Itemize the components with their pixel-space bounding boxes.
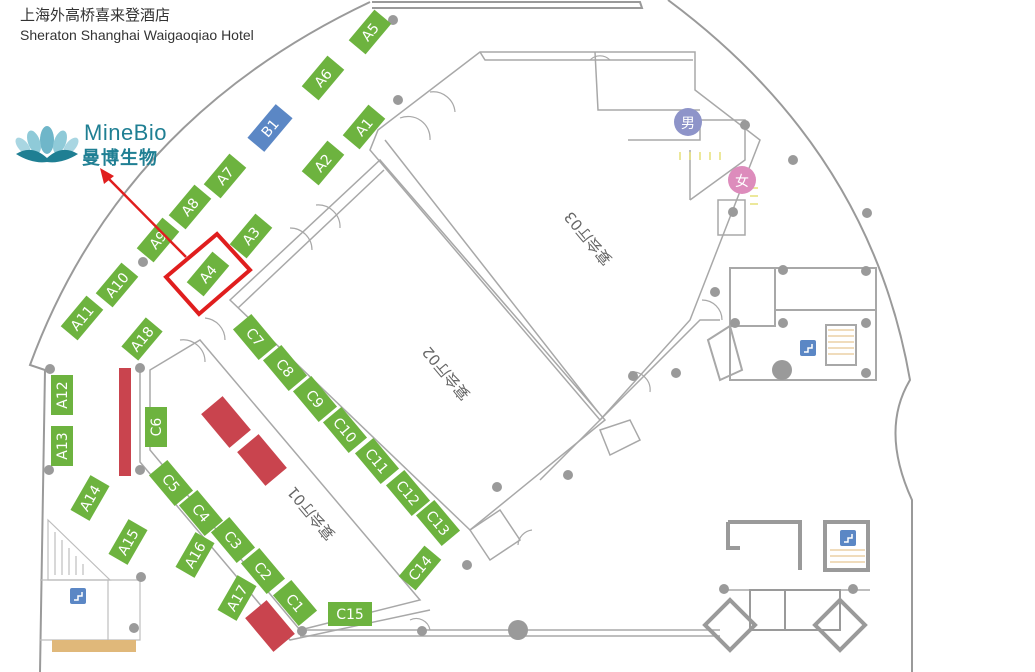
hall-01-label: 宴会厅01 [284,483,339,544]
booth-rect [60,295,104,341]
booth-rect [301,55,345,101]
red-display-block [201,396,251,448]
booth-c9: C9 [292,375,338,423]
booth-rect [210,516,256,564]
booth-rect [70,475,110,521]
booth-rect [229,213,273,259]
booth-rect [272,579,318,627]
hall-03-walls [369,51,761,422]
booth-c15: C15 [328,602,372,626]
booth-a10: A10 [95,262,139,308]
booth-c7: C7 [232,313,278,361]
booth-rect [354,437,400,485]
booth-rect [95,262,139,308]
logo-name-english: MineBio [84,120,167,145]
red-blocks [119,368,295,652]
male-restroom-label: 男 [681,116,695,132]
booth-a16: A16 [175,532,215,578]
booth-label: C6 [149,418,165,437]
booth-a5: A5 [348,9,392,55]
booth-rect [342,104,386,150]
booth-a13: A13 [51,426,73,466]
building-outline [28,0,913,672]
booth-rect [175,532,215,578]
booth-a14: A14 [70,475,110,521]
booth-c6: C6 [145,407,167,447]
doors [179,55,723,631]
booth-rect [247,104,293,152]
booth-rect [168,184,212,230]
booth-rect [328,602,372,626]
booth-a3: A3 [229,213,273,259]
elevator-icon [800,340,816,356]
booth-a11: A11 [60,295,104,341]
booth-a9: A9 [136,217,180,263]
booth-rect [145,407,167,447]
booth-label: A12 [55,381,71,408]
booth-c14: C14 [398,545,442,591]
hall-02-walls [228,158,720,562]
booth-rect [232,313,278,361]
booth-a18: A18 [121,317,163,361]
booth-rect [262,344,308,392]
booth-rect [292,375,338,423]
lower-right-structures [702,520,870,653]
elevator-icon [70,588,86,604]
hall-03-label: 宴会厅03 [561,208,616,269]
red-display-block [237,434,287,486]
booth-a12: A12 [51,375,73,415]
booth-c10: C10 [322,406,368,454]
booth-a15: A15 [108,519,148,565]
booth-a8: A8 [168,184,212,230]
booth-c5: C5 [148,459,194,507]
booth-rect [136,217,180,263]
logo-name-chinese: 曼博生物 [82,148,158,169]
booth-rect [108,519,148,565]
right-stairs [828,329,865,563]
female-restroom-icon: 女 [728,166,756,194]
booth-label: C15 [336,607,364,623]
booth-rect [398,545,442,591]
booth-c11: C11 [354,437,400,485]
booth-rect [240,547,286,595]
booth-label: A13 [55,432,71,459]
male-restroom-icon: 男 [674,108,702,136]
booth-a4: A4 [186,251,230,297]
booth-a6: A6 [301,55,345,101]
booth-rect [385,469,431,517]
female-restroom-label: 女 [735,173,749,190]
booth-rect [203,153,247,199]
minebio-logo: MineBio 曼博生物 [12,118,182,169]
booth-rect [148,459,194,507]
highlight-marker [100,168,253,317]
red-display-block [245,600,295,652]
booth-a7: A7 [203,153,247,199]
booth-rect [217,575,257,621]
booth-b1: B1 [247,104,293,152]
booth-rect [415,499,461,547]
bench [52,640,136,652]
booth-rect [121,317,163,361]
booth-rect [51,375,73,415]
booth-rect [348,9,392,55]
venue-title-english: Sheraton Shanghai Waigaoqiao Hotel [20,27,254,43]
hall-02-label: 宴会厅02 [419,343,474,404]
booth-rect [186,251,230,297]
restroom-fixtures [679,152,758,205]
booth-rect [51,426,73,466]
booth-a2: A2 [301,140,345,186]
minebio-logo-icon [15,126,79,163]
venue-title-chinese: 上海外高桥喜来登酒店 [20,6,171,24]
service-core [706,267,877,382]
booth-a1: A1 [342,104,386,150]
booth-rect [322,406,368,454]
columns [44,15,872,640]
booth-rect [178,489,224,537]
elevator-icon [840,530,856,546]
booth-c8: C8 [262,344,308,392]
booth-rect [301,140,345,186]
red-display-bar [119,368,131,476]
